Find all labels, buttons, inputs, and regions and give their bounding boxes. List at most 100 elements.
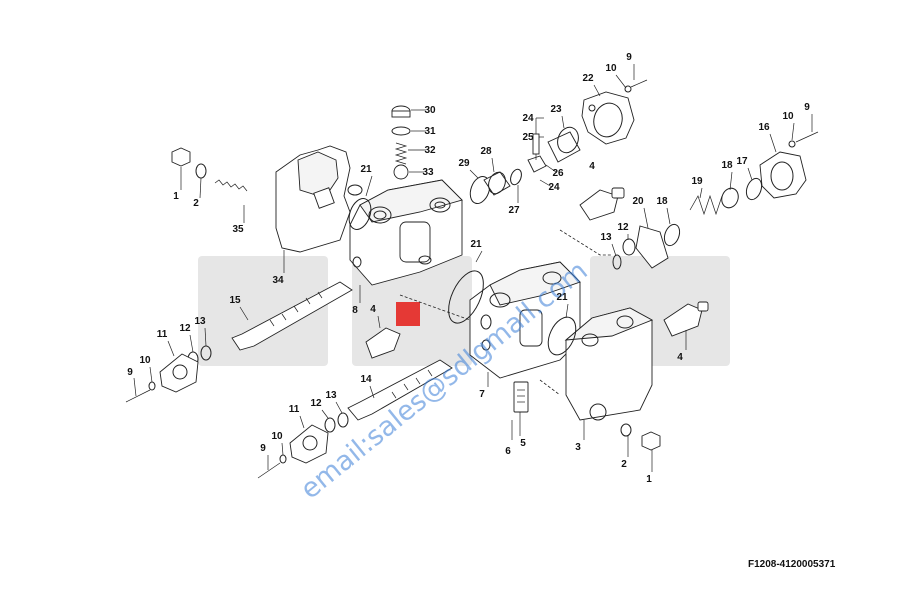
callout-c14: 14	[360, 374, 372, 385]
callout-c15: 15	[229, 295, 241, 306]
callout-c1b: 1	[646, 474, 652, 485]
callout-c26: 26	[552, 168, 564, 179]
callout-c10a: 10	[605, 63, 617, 74]
callout-labels: 1235342130313233292824252624272322109416…	[127, 52, 813, 485]
leader-line-c20	[643, 207, 649, 229]
callout-c17: 17	[736, 156, 748, 167]
callout-c13c: 13	[325, 390, 337, 401]
figure-code: F1208-4120005371	[748, 559, 836, 570]
callout-c11b: 11	[289, 404, 300, 415]
callout-c9b: 9	[804, 102, 810, 113]
callout-c27: 27	[508, 205, 520, 216]
leader-line-c13a	[611, 243, 617, 257]
valve-body-part-7	[399, 261, 581, 379]
callout-c22: 22	[582, 73, 594, 84]
callout-c31: 31	[424, 126, 436, 137]
leader-line-c21b	[475, 250, 483, 263]
callout-c11a: 11	[157, 329, 168, 340]
leader-line-c10b	[791, 122, 795, 141]
callout-c3: 3	[575, 442, 581, 453]
hex-nut-part-1	[171, 147, 191, 167]
leader-line-c10c	[149, 366, 153, 383]
callout-c24b: 24	[548, 182, 560, 193]
nameplate-part-5	[511, 381, 529, 440]
callout-c18a: 18	[721, 160, 733, 171]
relief-valve-lower	[365, 327, 401, 359]
leader-line-c13c	[335, 401, 343, 414]
callout-c18b: 18	[656, 196, 668, 207]
leader-line-c18a	[729, 171, 733, 191]
leader-line-c17	[747, 167, 753, 181]
callout-c21b: 21	[470, 239, 482, 250]
callout-c23: 23	[550, 104, 562, 115]
callout-c25: 25	[522, 132, 534, 143]
valve-body-part-3	[539, 307, 661, 451]
leader-line-c9c	[133, 377, 137, 397]
relief-valve-middle	[663, 301, 709, 337]
callout-c33: 33	[422, 167, 434, 178]
callout-c28: 28	[480, 146, 492, 157]
leader-line-c15	[239, 306, 249, 321]
relief-assembly	[469, 79, 648, 205]
leader-line-c10a	[615, 74, 627, 89]
callout-c21a: 21	[360, 164, 372, 175]
leader-line-c21a	[365, 175, 373, 197]
leader-line-c11b	[299, 415, 305, 429]
callout-c5: 5	[520, 438, 526, 449]
spool-part-15	[125, 281, 353, 403]
callout-c16: 16	[758, 122, 770, 133]
callout-c9d: 9	[260, 443, 266, 454]
callout-c1: 1	[173, 191, 179, 202]
callout-c12a: 12	[617, 222, 629, 233]
leader-line-c13b	[204, 327, 207, 347]
callout-c10c: 10	[139, 355, 151, 366]
leader-line-c26	[545, 164, 557, 173]
callout-c12c: 12	[310, 398, 322, 409]
leader-line-c23	[561, 115, 565, 129]
right-cover-assembly	[559, 131, 819, 270]
callout-c10b: 10	[782, 111, 794, 122]
callout-c21c: 21	[556, 292, 568, 303]
upper-left-section	[171, 145, 463, 286]
callout-c4c: 4	[677, 352, 683, 363]
callout-c2b: 2	[621, 459, 627, 470]
callout-c4a: 4	[589, 161, 595, 172]
leader-line-c12b	[189, 334, 194, 353]
callout-c7: 7	[479, 389, 485, 400]
top-cap-assembly	[391, 105, 411, 180]
callout-c34: 34	[272, 275, 284, 286]
callout-c13b: 13	[194, 316, 206, 327]
leader-line-c10d	[281, 442, 284, 456]
leader-line-c14	[369, 385, 375, 399]
callout-c9c: 9	[127, 367, 133, 378]
callout-c4b: 4	[370, 304, 376, 315]
callout-c35: 35	[232, 224, 244, 235]
leader-line-c16	[769, 133, 777, 153]
relief-valve-upper	[579, 187, 625, 221]
leader-line-c4b	[377, 315, 381, 329]
callout-c29: 29	[458, 158, 470, 169]
callout-c10d: 10	[271, 431, 283, 442]
callout-c24a: 24	[522, 113, 534, 124]
callout-c13a: 13	[600, 232, 612, 243]
leader-line-c22	[593, 84, 601, 97]
callout-c9a: 9	[626, 52, 632, 63]
callout-c2: 2	[193, 198, 199, 209]
leader-line-c11a	[167, 340, 175, 357]
callout-c12b: 12	[179, 323, 191, 334]
callout-c19: 19	[691, 176, 703, 187]
callout-c8: 8	[352, 305, 358, 316]
leader-line-c24b	[539, 179, 553, 188]
callout-c6: 6	[505, 446, 511, 457]
leader-line-c12c	[321, 409, 329, 419]
washer-part-2	[195, 163, 207, 179]
leader-line-c19	[699, 187, 703, 199]
leader-line-c18b	[666, 207, 671, 225]
leader-line-c21c	[565, 303, 569, 319]
leader-line-c29	[469, 169, 479, 179]
callout-c30: 30	[424, 105, 436, 116]
callout-c20: 20	[632, 196, 644, 207]
spool-part-14	[257, 359, 453, 479]
leader-line-c2	[199, 177, 202, 199]
